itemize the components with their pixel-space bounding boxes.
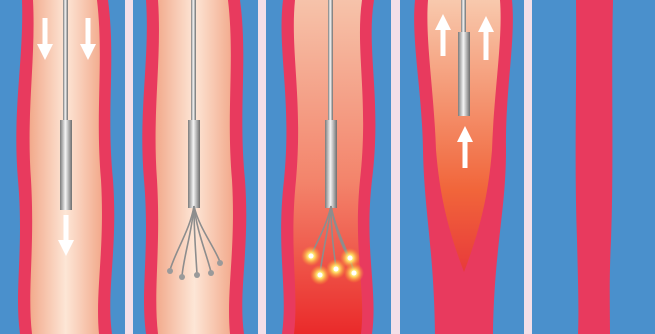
closed-vein [576,0,613,334]
catheter-tip [60,120,72,210]
catheter-wire [63,0,68,122]
catheter-wire [328,0,333,122]
catheter-wire [191,0,196,122]
catheter-tip [188,120,200,208]
panel-5 [532,0,655,334]
panel-2 [133,0,258,334]
panel-3 [266,0,391,334]
catheter-wire [461,0,466,34]
catheter-tip [458,32,470,116]
catheter-tip [325,120,337,208]
panel-4 [400,0,524,334]
panel-1 [0,0,125,334]
